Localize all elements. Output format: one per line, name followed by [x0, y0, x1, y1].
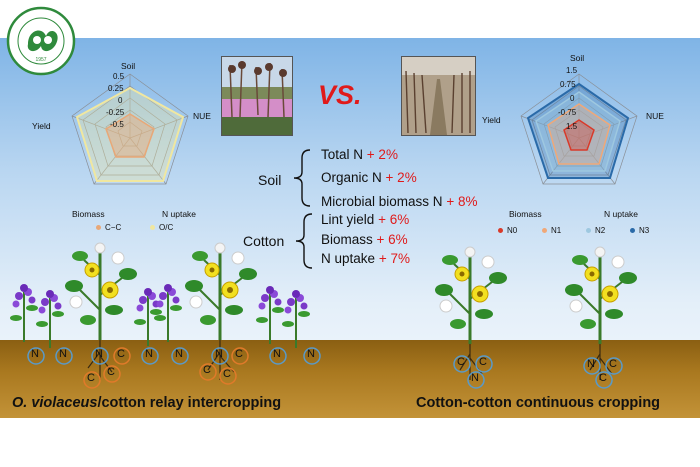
- left-tick: 0.5: [113, 72, 125, 81]
- left-tick: 0.25: [108, 84, 124, 93]
- right-axis-biomass: Biomass: [509, 209, 542, 219]
- series-oc-polygon: [75, 86, 185, 182]
- left-tick: -0.25: [106, 108, 125, 117]
- series-n1-polygon: [547, 103, 611, 165]
- soil-group-label: Soil: [258, 172, 282, 188]
- plants-illustration: [9, 241, 639, 380]
- series-cc-polygon: [105, 113, 155, 158]
- right-legend-n1: N1: [542, 226, 561, 235]
- right-radar-chart: [520, 73, 638, 185]
- left-legend-cc: C−C: [96, 223, 121, 232]
- right-tick: -0.75: [558, 108, 577, 117]
- vs-label: VS.: [318, 80, 362, 110]
- intercropping-label: O. violaceus/cotton relay intercropping: [12, 395, 282, 411]
- right-tick: 0: [570, 94, 575, 103]
- continuous-cropping-photo: [401, 56, 476, 136]
- left-radar-chart: [71, 73, 189, 185]
- series-n0-polygon: [563, 119, 595, 151]
- cotton-brace: [295, 213, 313, 269]
- right-tick: 1.5: [566, 122, 578, 131]
- cotton-group-label: Cotton: [243, 233, 285, 249]
- right-axis-n-uptake: N uptake: [604, 209, 639, 219]
- left-tick: 0: [118, 96, 123, 105]
- right-legend-n3: N3: [630, 226, 649, 235]
- left-axis-biomass: Biomass: [72, 209, 105, 219]
- right-tick: 1.5: [566, 66, 578, 75]
- left-tick: -0.5: [110, 120, 124, 129]
- left-legend-oc: O/C: [150, 223, 173, 232]
- cotton-item-biomass: Biomass + 6%: [321, 232, 408, 247]
- right-axis-yield: Yield: [482, 115, 501, 125]
- right-tick: 0.75: [560, 80, 576, 89]
- left-axis-n-uptake: N uptake: [162, 209, 197, 219]
- right-legend-n0: N0: [498, 226, 517, 235]
- soil-item-organic-n: Organic N + 2%: [321, 170, 417, 185]
- institute-logo: 1957: [6, 6, 76, 76]
- cotton-item-lint-yield: Lint yield + 6%: [321, 212, 410, 227]
- soil-brace: [293, 149, 311, 207]
- intercropping-photo: [221, 56, 293, 136]
- soil-item-microbial-biomass-n: Microbial biomass N + 8%: [321, 194, 478, 209]
- left-axis-soil: Soil: [121, 61, 136, 71]
- cotton-item-n-uptake: N uptake + 7%: [321, 251, 410, 266]
- soil-item-total-n: Total N + 2%: [321, 147, 398, 162]
- svg-text:1957: 1957: [35, 57, 46, 63]
- left-axis-yield: Yield: [32, 121, 51, 131]
- right-axis-soil: Soil: [570, 53, 585, 63]
- right-axis-nue: NUE: [646, 111, 664, 121]
- series-n3-polygon: [526, 82, 630, 179]
- series-n2-polygon: [535, 91, 621, 172]
- right-legend-n2: N2: [586, 226, 605, 235]
- continuous-cropping-label: Cotton-cotton continuous cropping: [416, 395, 661, 411]
- left-axis-nue: NUE: [193, 111, 211, 121]
